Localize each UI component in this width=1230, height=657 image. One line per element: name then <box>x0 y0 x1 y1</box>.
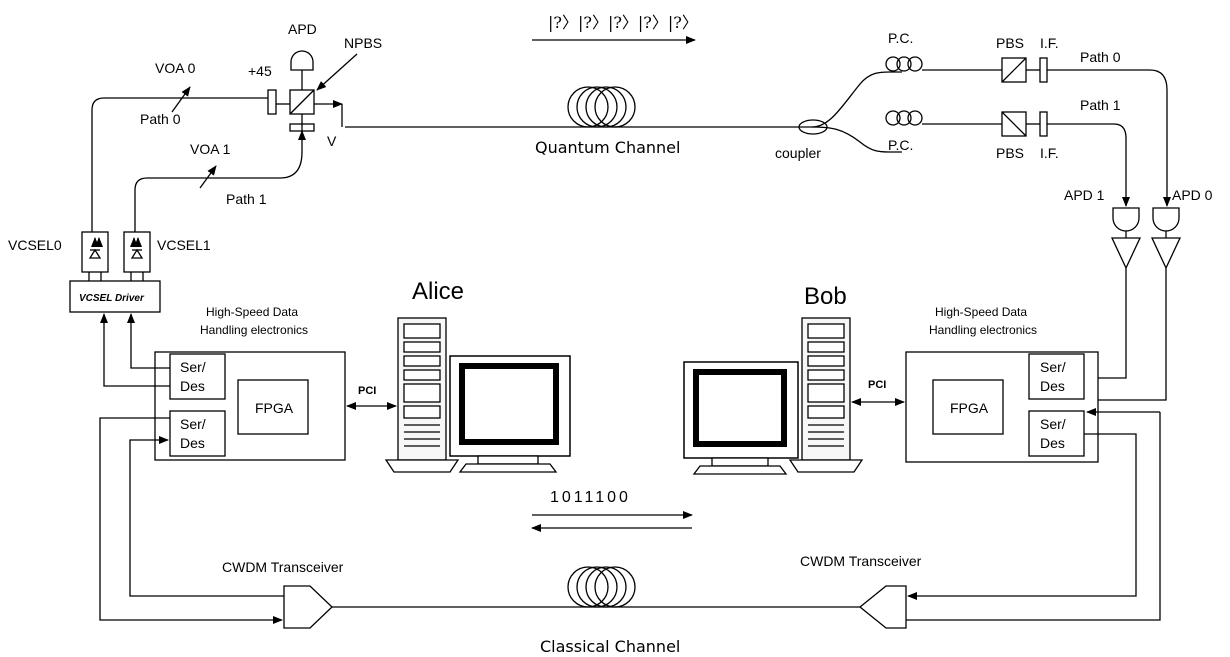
bob-pc-top <box>885 56 923 72</box>
bob-serdes-1-label-top: Ser/ <box>1040 359 1066 375</box>
bob-tower-computer <box>788 317 864 473</box>
plus45-label: +45 <box>248 63 272 79</box>
vcsel1-module <box>123 231 151 273</box>
alice-fpga <box>237 379 309 435</box>
alice-title: Alice <box>412 278 464 305</box>
bob-electronics-line1: High-Speed Data <box>935 305 1027 319</box>
alice-serdes-2 <box>169 410 226 457</box>
bob-serdes-2-label-top: Ser/ <box>1040 416 1066 432</box>
alice-cwdm-label: CWDM Transceiver <box>222 559 344 575</box>
bob-pc-bottom <box>885 110 923 126</box>
bob-pbs-bottom-label: PBS <box>996 145 1024 161</box>
voa1-symbol <box>199 165 217 189</box>
bob-pbs-bottom <box>1001 111 1027 137</box>
alice-path1-label: Path 1 <box>226 191 267 207</box>
bob-pbs-top-label: PBS <box>996 35 1024 51</box>
classical-channel-label: Classical Channel <box>540 637 680 656</box>
alice-serdes-to-driver-2 <box>127 313 170 369</box>
v-label: V <box>327 133 337 149</box>
bob-path1-label: Path 1 <box>1080 97 1121 113</box>
bob-path0-fiber <box>1047 69 1171 207</box>
bob-cwdm-to-serdes-rx <box>906 412 1161 621</box>
bob-cwdm-transceiver <box>858 585 907 629</box>
alice-pci-label: PCI <box>358 385 376 397</box>
npbs-pointer <box>316 53 358 91</box>
bob-pc-bottom-label: P.C. <box>888 137 913 153</box>
alice-serdes-1-label-bottom: Des <box>180 378 205 394</box>
bob-pci-label: PCI <box>868 379 886 391</box>
alice-serdes-2-label-top: Ser/ <box>180 416 206 432</box>
voa0-label: VOA 0 <box>155 60 196 76</box>
quantum-channel-label: Quantum Channel <box>535 138 680 157</box>
alice-fpga-label: FPGA <box>255 400 294 416</box>
classical-bits-label: 1011100 <box>550 489 631 506</box>
alice-cwdm-transceiver <box>283 585 333 629</box>
vcsel0-module <box>81 231 109 273</box>
alice-path0-fiber <box>91 97 268 232</box>
bob-path1-fiber <box>1047 123 1130 207</box>
bob-if-bottom <box>1039 111 1048 137</box>
npbs-cube <box>289 89 315 115</box>
coupler-label: coupler <box>775 145 821 161</box>
voa1-label: VOA 1 <box>190 141 231 157</box>
vcsel1-label: VCSEL1 <box>157 237 211 253</box>
bob-if-top-label: I.F. <box>1040 35 1059 51</box>
bob-fpga <box>932 379 1004 435</box>
alice-monitor <box>449 355 571 473</box>
bob-serdes-2-label-bottom: Des <box>1040 435 1065 451</box>
alice-apd-icon <box>290 50 314 71</box>
vcsel-driver-box <box>69 280 161 313</box>
alice-serdes-to-driver-1 <box>100 313 170 387</box>
bob-pbs-top <box>1001 57 1027 83</box>
alice-electronics-line1: High-Speed Data <box>206 305 298 319</box>
alice-serdes-to-cwdm-tx <box>99 417 283 624</box>
voa0-symbol <box>171 86 191 113</box>
coupler-icon <box>798 119 828 135</box>
bob-apd0-to-serdes <box>1086 268 1167 404</box>
alice-electronics-line2: Handling electronics <box>200 323 308 337</box>
bob-apd1-icon <box>1112 207 1140 232</box>
bob-serdes-to-cwdm-tx <box>907 433 1137 600</box>
quantum-fiber-spool <box>567 86 636 128</box>
alice-cwdm-to-serdes-rx <box>129 436 284 597</box>
bob-amp1-icon <box>1110 237 1142 270</box>
alice-serdes-2-label-bottom: Des <box>180 435 205 451</box>
bob-amp0-icon <box>1150 237 1182 270</box>
classical-fiber-spool <box>567 566 636 608</box>
bob-cwdm-label: CWDM Transceiver <box>800 553 922 569</box>
bob-coupler-arm-0 <box>811 71 902 128</box>
bob-path0-label: Path 0 <box>1080 49 1121 65</box>
npbs-label: NPBS <box>344 35 382 51</box>
bob-serdes-1-label-bottom: Des <box>1040 378 1065 394</box>
vcsel0-label: VCSEL0 <box>8 237 62 253</box>
plus45-polarizer <box>267 89 277 115</box>
bob-serdes-1 <box>1028 353 1085 400</box>
bob-fpga-label: FPGA <box>950 400 989 416</box>
bob-apd1-label: APD 1 <box>1064 187 1105 203</box>
bob-pc-top-label: P.C. <box>888 30 913 46</box>
vcsel-driver-label: VCSEL Driver <box>79 293 145 304</box>
alice-serdes-1-label-top: Ser/ <box>180 359 206 375</box>
bob-if-bottom-label: I.F. <box>1040 145 1059 161</box>
bob-monitor <box>683 361 799 475</box>
alice-apd-label: APD <box>288 21 317 37</box>
bob-apd0-label: APD 0 <box>1172 187 1213 203</box>
bob-apd0-icon <box>1152 207 1180 232</box>
alice-tower-computer <box>384 317 460 473</box>
bob-if-top <box>1039 57 1048 83</box>
bob-electronics-line2: Handling electronics <box>929 323 1037 337</box>
alice-path1-fiber <box>134 130 306 232</box>
bob-title: Bob <box>804 283 847 310</box>
bob-apd1-to-serdes <box>1086 268 1127 382</box>
alice-path0-label: Path 0 <box>140 111 181 127</box>
alice-serdes-1 <box>169 353 226 400</box>
quantum-state-label: |?〉|?〉|?〉|?〉|?〉 <box>548 13 698 32</box>
